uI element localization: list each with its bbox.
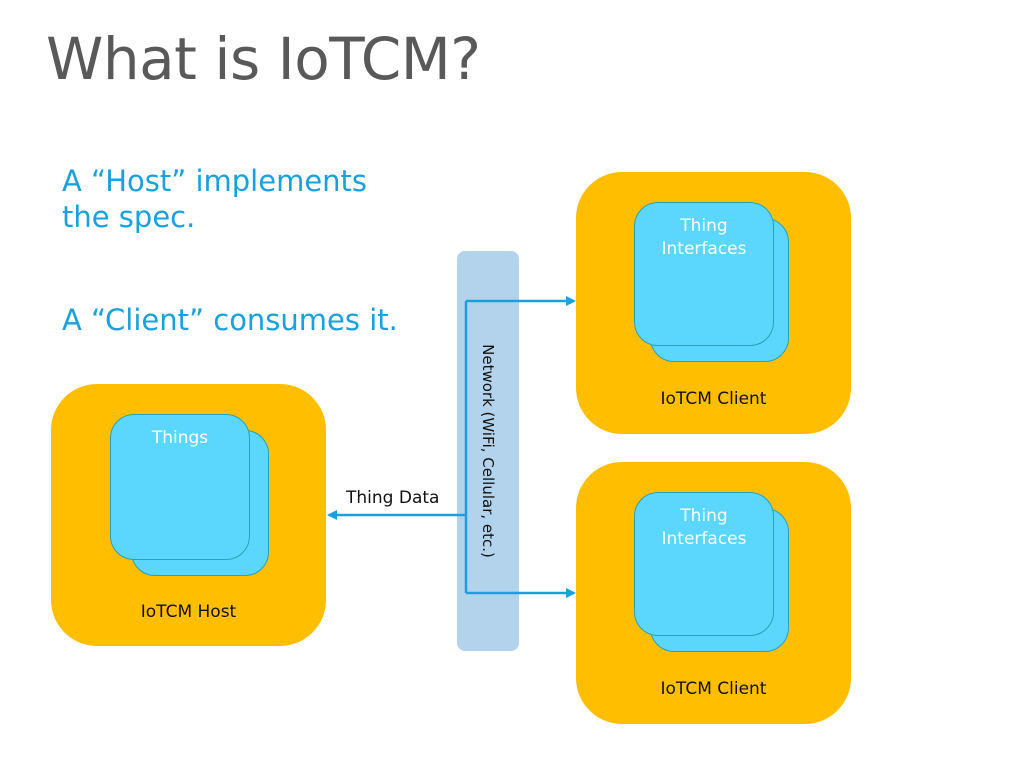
- thing-interfaces-card-1: Thing Interfaces: [634, 202, 774, 346]
- bullet-host: A “Host” implements the spec.: [62, 164, 368, 234]
- thing-interfaces-label-2: Thing Interfaces: [661, 506, 747, 549]
- bullet-client: A “Client” consumes it.: [62, 303, 398, 337]
- iotcm-host-label: IoTCM Host: [140, 602, 237, 622]
- iotcm-client-label-2: IoTCM Client: [660, 679, 767, 699]
- iotcm-client-label-1: IoTCM Client: [660, 389, 767, 409]
- iotcm-client-box-1: Thing Interfaces IoTCM Client: [576, 172, 851, 434]
- iotcm-host-box: Things IoTCM Host: [51, 384, 326, 646]
- things-card-label: Things: [151, 428, 209, 448]
- things-card: Things: [110, 414, 250, 560]
- thing-interfaces-card-2: Thing Interfaces: [634, 492, 774, 636]
- network-bar: [457, 251, 519, 651]
- iotcm-client-box-2: Thing Interfaces IoTCM Client: [576, 462, 851, 724]
- thing-data-label: Thing Data: [346, 488, 440, 508]
- thing-interfaces-label-1: Thing Interfaces: [661, 216, 747, 259]
- slide-title: What is IoTCM?: [46, 25, 481, 93]
